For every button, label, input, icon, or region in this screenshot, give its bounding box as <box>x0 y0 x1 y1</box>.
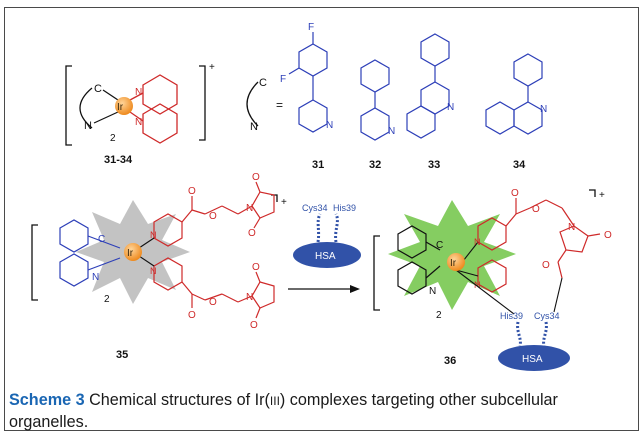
general-complex: + C N 2 N N Ir 31-34 <box>65 62 215 166</box>
svg-text:N: N <box>474 237 481 247</box>
svg-text:N: N <box>150 230 157 240</box>
label-32: 32 <box>369 159 381 171</box>
svg-text:O: O <box>511 188 519 199</box>
iridium-center <box>115 97 133 115</box>
ligand-34: N 34 <box>485 53 547 171</box>
svg-text:O: O <box>542 260 550 271</box>
cn-n-atom: N <box>84 120 92 132</box>
complex-36: + 2 C N O O O O N N <box>373 188 612 367</box>
hsa-label-right: HSA <box>522 354 543 365</box>
svg-text:F: F <box>308 22 314 33</box>
svg-text:O: O <box>252 172 260 183</box>
equals-sign: = <box>276 98 283 112</box>
subscript-two: 2 <box>110 133 116 144</box>
caption-label: Scheme 3 <box>9 391 85 409</box>
charge-plus: + <box>209 62 215 73</box>
cn-c-atom: C <box>94 83 102 95</box>
svg-text:C: C <box>98 234 105 245</box>
reaction-arrow <box>288 285 360 293</box>
svg-text:O: O <box>209 211 217 222</box>
bracket-right <box>199 65 206 141</box>
iridium-center-35 <box>124 243 142 261</box>
his39-label-left: His39 <box>333 203 356 213</box>
ligand-32: N 32 <box>360 59 395 171</box>
svg-text:O: O <box>188 186 196 197</box>
svg-text:2: 2 <box>436 310 442 321</box>
svg-text:O: O <box>248 228 256 239</box>
svg-text:O: O <box>252 262 260 273</box>
svg-text:Ir: Ir <box>127 248 134 259</box>
cn-arc <box>79 87 93 129</box>
svg-text:O: O <box>209 297 217 308</box>
label-34: 34 <box>513 159 526 171</box>
cn-definition: C N = <box>246 77 283 133</box>
svg-text:F: F <box>280 74 286 85</box>
svg-text:2: 2 <box>104 294 110 305</box>
svg-text:N: N <box>150 266 157 276</box>
hsa-protein-left: Cys34 His39 HSA <box>293 203 361 268</box>
his39-label-right: His39 <box>500 311 523 321</box>
svg-text:N: N <box>474 280 481 290</box>
svg-text:N: N <box>246 203 253 214</box>
label-35: 35 <box>116 349 128 361</box>
cys34-label-right: Cys34 <box>534 311 560 321</box>
svg-text:+: + <box>281 197 287 208</box>
label-33: 33 <box>428 159 440 171</box>
svg-text:C: C <box>259 77 267 89</box>
label-36: 36 <box>444 355 456 367</box>
caption-oxidation-state: III <box>269 394 280 408</box>
svg-text:N: N <box>246 292 253 303</box>
hsa-label-left: HSA <box>315 251 336 262</box>
svg-text:N: N <box>540 104 547 115</box>
label-31: 31 <box>312 159 324 171</box>
caption-text-before: Chemical structures of Ir( <box>84 391 270 409</box>
svg-text:O: O <box>532 204 540 215</box>
hsa-protein-right: His39 Cys34 HSA <box>498 277 570 371</box>
bracket-left <box>65 65 72 146</box>
svg-text:N: N <box>326 120 333 131</box>
ligand-33: N 33 <box>406 33 454 171</box>
bipyridine-ligand <box>129 74 178 144</box>
svg-text:N: N <box>250 121 258 133</box>
svg-text:O: O <box>604 230 612 241</box>
ligand-31: F F N 31 <box>280 22 333 171</box>
svg-text:Ir: Ir <box>450 258 457 269</box>
hsa-ellipse-left <box>293 242 361 268</box>
complex-35: + 2 C N <box>31 172 287 361</box>
svg-text:N: N <box>92 272 99 283</box>
svg-text:N: N <box>568 222 575 233</box>
svg-text:N: N <box>429 286 436 297</box>
svg-text:N: N <box>447 102 454 113</box>
caption-text-after: ) complexes targeting other subcellular … <box>9 391 558 431</box>
ir-label: Ir <box>117 102 124 113</box>
cys34-label-left: Cys34 <box>302 203 328 213</box>
label-31-34: 31-34 <box>104 154 133 166</box>
figure-caption: Scheme 3 Chemical structures of Ir(III) … <box>9 390 635 433</box>
iridium-center-36 <box>447 253 465 271</box>
bpy-n1: N <box>135 87 142 98</box>
svg-text:N: N <box>388 126 395 137</box>
svg-text:C: C <box>436 240 443 251</box>
svg-text:O: O <box>250 320 258 331</box>
svg-text:O: O <box>188 310 196 321</box>
svg-text:+: + <box>599 190 605 201</box>
hsa-ellipse-right <box>498 345 570 371</box>
bpy-n2: N <box>135 117 142 128</box>
